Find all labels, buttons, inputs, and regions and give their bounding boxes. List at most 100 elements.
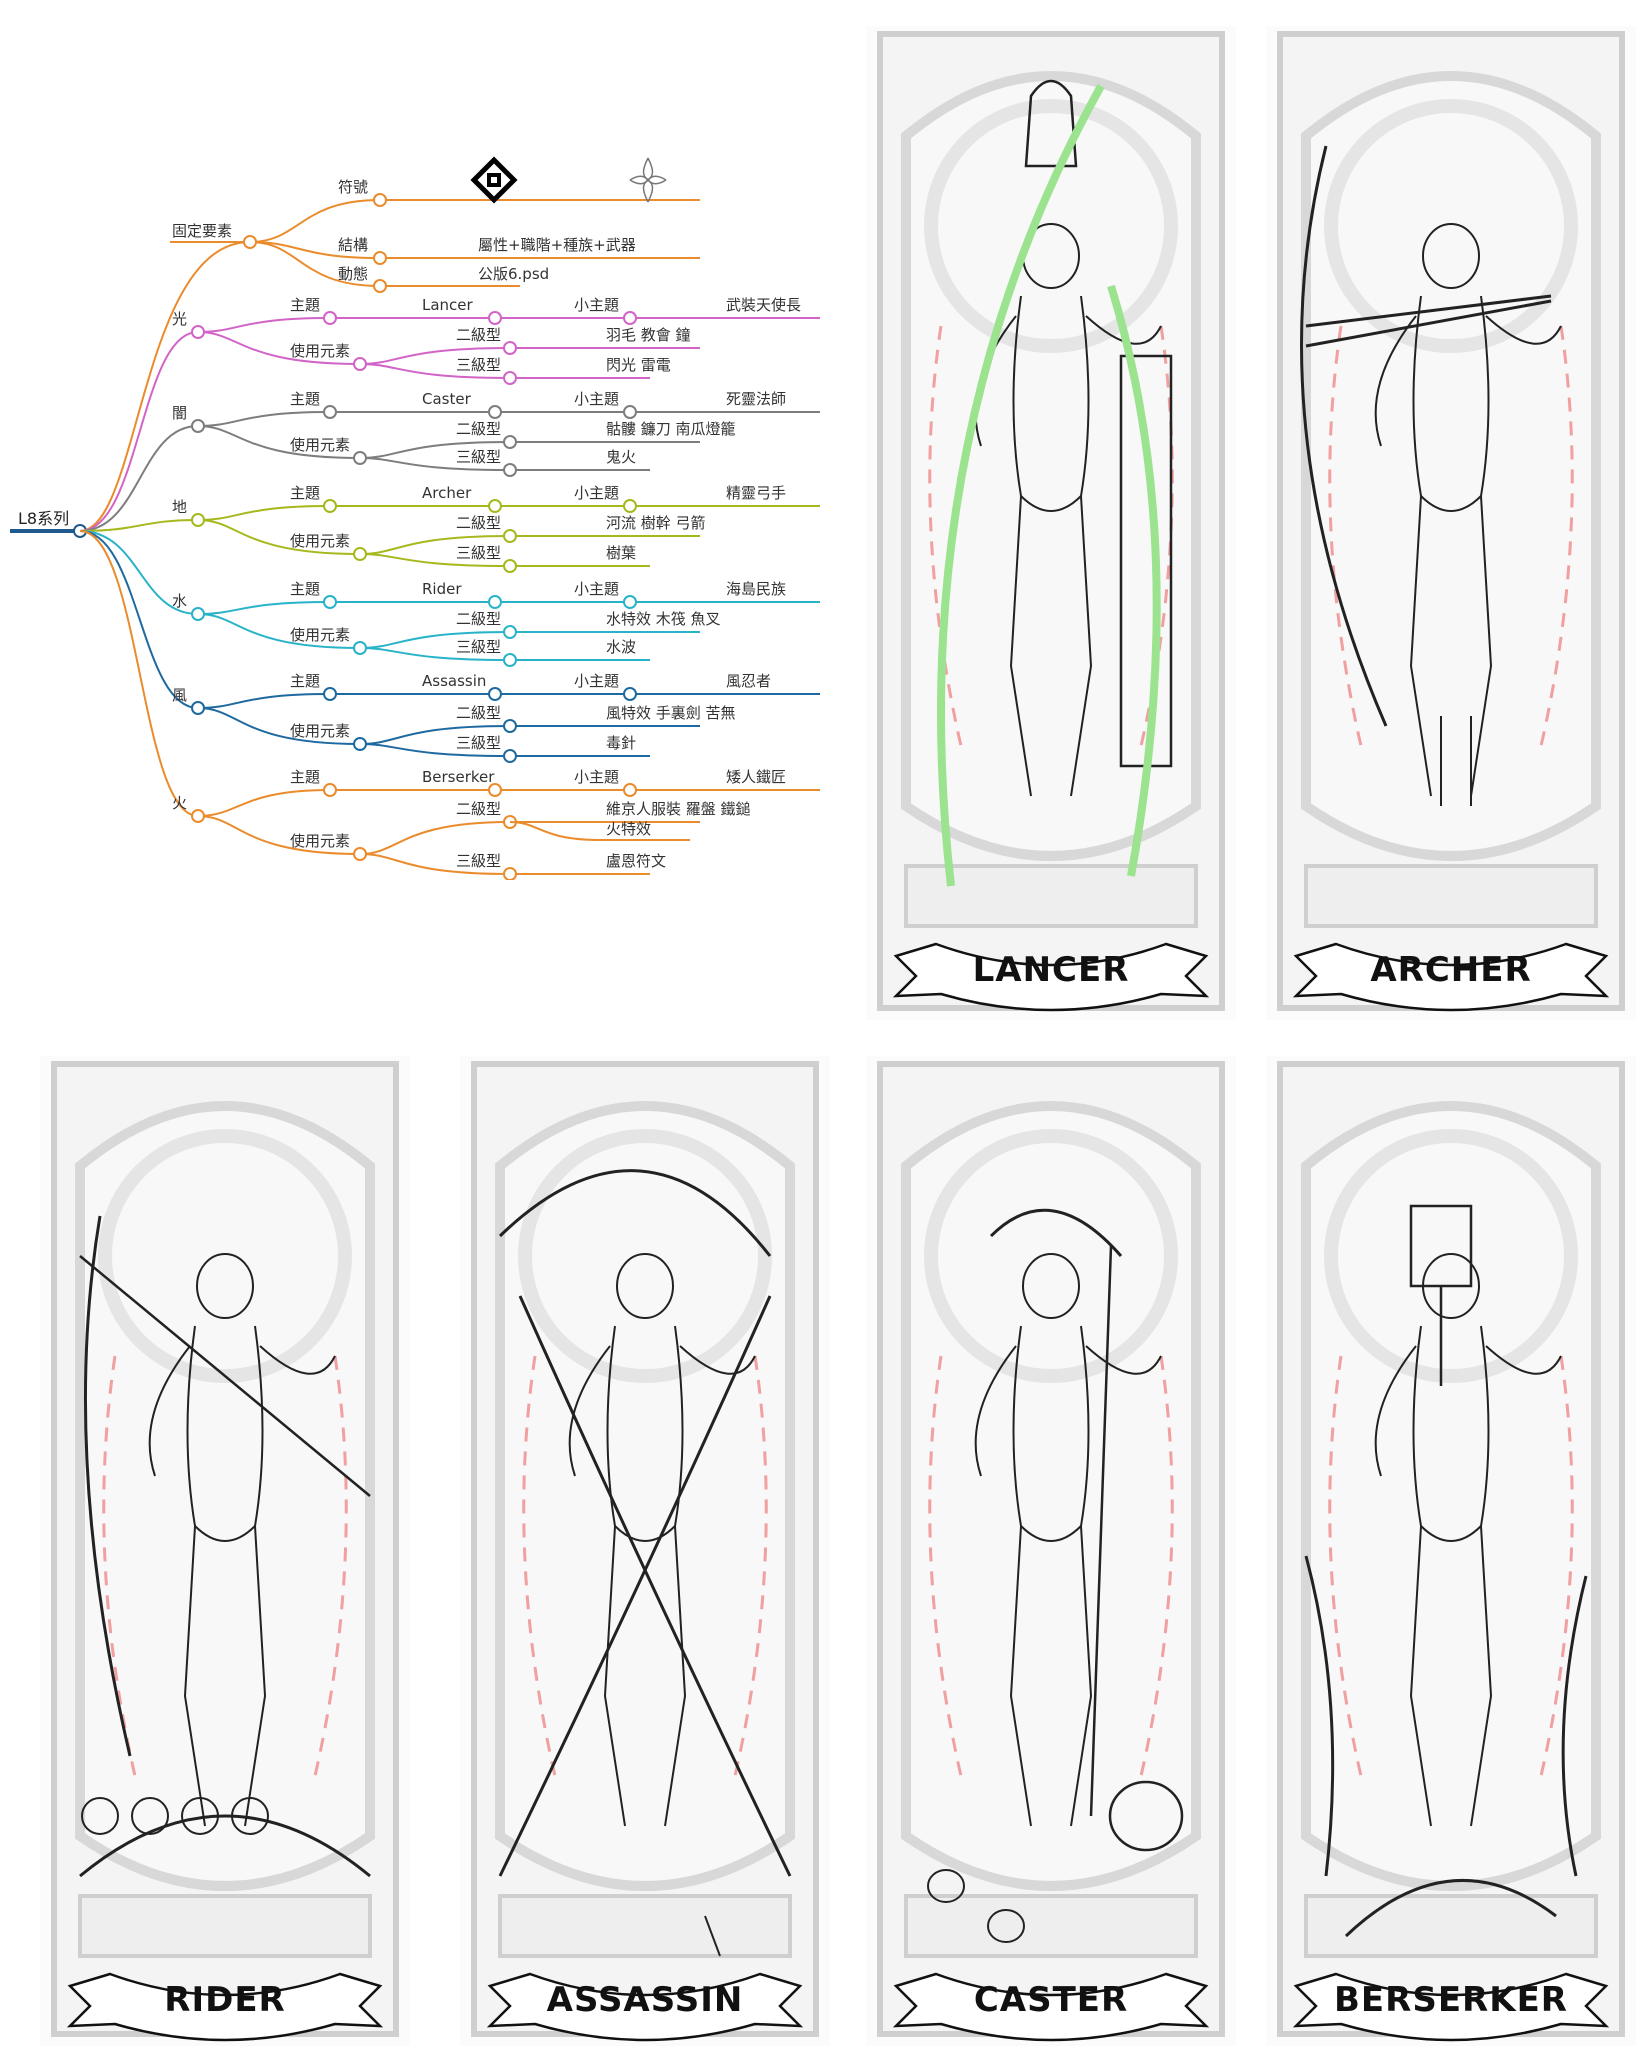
tier3-label: 三級型	[456, 448, 501, 466]
plaque	[78, 1894, 372, 1958]
figure-sketch	[79, 1215, 371, 1878]
subtheme-value: 矮人鐵匠	[726, 768, 786, 786]
fixed-motion-value: 公版6.psd	[478, 265, 549, 283]
tier2-value: 羽毛 教會 鐘	[606, 326, 691, 344]
archer-sketch	[1277, 31, 1625, 1012]
subtheme-label: 小主題	[574, 768, 619, 786]
card-caster[interactable]: CASTER	[866, 1056, 1236, 2046]
class-name: Archer	[422, 484, 472, 502]
subtheme-label: 小主題	[574, 484, 619, 502]
tier2-label: 二級型	[456, 326, 501, 344]
subtheme-value: 精靈弓手	[726, 484, 786, 502]
plaque	[498, 1894, 792, 1958]
motion-guide	[1107, 284, 1161, 877]
branch-rider	[79, 530, 820, 667]
tier3-label: 三級型	[456, 356, 501, 374]
guide-curve	[1139, 1355, 1174, 1777]
class-name: Rider	[422, 580, 462, 598]
tier3-value: 毒針	[606, 734, 636, 752]
name-banner	[1292, 942, 1610, 1012]
theme-label: 主題	[290, 768, 320, 786]
theme-label: 主題	[290, 484, 320, 502]
card-berserker[interactable]: BERSERKER	[1266, 1056, 1636, 2046]
theme-label: 主題	[290, 672, 320, 690]
element-label: 水	[172, 592, 187, 610]
arch-frame	[1301, 1101, 1601, 1891]
class-name: Assassin	[422, 672, 486, 690]
tier2-value-b: 火特效	[606, 820, 651, 838]
arch-frame	[495, 1101, 795, 1891]
fixed-motion-label: 動態	[338, 265, 368, 283]
root-label: L8系列	[18, 509, 69, 528]
subtheme-label: 小主題	[574, 296, 619, 314]
guide-curve	[102, 1355, 137, 1777]
guide-curve	[522, 1355, 557, 1777]
name-banner	[66, 1972, 384, 2042]
ornament-symbol-icon	[629, 157, 667, 203]
motion-guide	[937, 84, 1105, 887]
tier2-label: 二級型	[456, 514, 501, 532]
fixed-structure-label: 結構	[338, 236, 368, 254]
halo	[924, 99, 1178, 353]
card-lancer[interactable]: LANCER	[866, 26, 1236, 1020]
class-name: Lancer	[422, 296, 474, 314]
use-elements-label: 使用元素	[290, 436, 350, 454]
use-elements-label: 使用元素	[290, 626, 350, 644]
guide-curve	[1328, 1355, 1363, 1777]
fixed-structure-value: 屬性+職階+種族+武器	[478, 236, 636, 254]
tier3-value: 閃光 雷電	[606, 356, 671, 374]
subtheme-value: 武裝天使長	[726, 296, 801, 314]
class-name: Caster	[422, 390, 472, 408]
element-label: 闇	[172, 404, 187, 422]
halo	[1324, 1129, 1578, 1383]
element-label: 光	[172, 310, 187, 328]
tier2-value: 維京人服裝 羅盤 鐵鎚	[606, 800, 751, 818]
arch-frame	[1301, 71, 1601, 861]
mindmap: L8系列 固定要素 符號 結構 動態 屬性+職階+種族+武器 公版6.psd 光…	[10, 156, 820, 880]
name-banner	[486, 1972, 804, 2042]
figure-sketch	[1300, 145, 1562, 806]
name-banner	[892, 1972, 1210, 2042]
figure-sketch	[1304, 1204, 1588, 1938]
plaque	[1304, 864, 1598, 928]
card-archer[interactable]: ARCHER	[1266, 26, 1636, 1020]
fixed-label: 固定要素	[172, 222, 232, 240]
tier2-value: 水特效 木筏 魚叉	[606, 610, 721, 628]
guide-curve	[928, 1355, 963, 1777]
branch-caster	[79, 405, 820, 532]
use-elements-label: 使用元素	[290, 532, 350, 550]
caster-sketch	[877, 1061, 1225, 2042]
subtheme-label: 小主題	[574, 580, 619, 598]
plaque	[904, 1894, 1198, 1958]
tier2-label: 二級型	[456, 704, 501, 722]
subtheme-value: 海島民族	[726, 580, 786, 598]
tier2-value: 骷髏 鐮刀 南瓜燈籠	[606, 420, 736, 438]
subtheme-value: 死靈法師	[726, 390, 786, 408]
card-assassin[interactable]: ASSASSIN	[460, 1056, 830, 2046]
name-banner	[892, 942, 1210, 1012]
assassin-sketch	[471, 1061, 819, 2042]
tier3-value: 盧恩符文	[606, 852, 666, 870]
name-banner	[1292, 1972, 1610, 2042]
element-label: 風	[172, 686, 187, 704]
element-label: 火	[172, 794, 187, 812]
branch-lancer	[79, 311, 820, 532]
card-rider[interactable]: RIDER	[40, 1056, 410, 2046]
use-elements-label: 使用元素	[290, 722, 350, 740]
tier3-label: 三級型	[456, 638, 501, 656]
subtheme-label: 小主題	[574, 672, 619, 690]
branch-berserker	[79, 530, 820, 880]
figure-sketch	[927, 1208, 1184, 1943]
tier3-label: 三級型	[456, 734, 501, 752]
fixed-symbol-label: 符號	[338, 178, 368, 196]
element-label: 地	[172, 498, 187, 516]
halo	[518, 1129, 772, 1383]
use-elements-label: 使用元素	[290, 342, 350, 360]
tier3-label: 三級型	[456, 544, 501, 562]
arch-frame	[75, 1101, 375, 1891]
figure-sketch	[498, 1169, 792, 1957]
theme-label: 主題	[290, 390, 320, 408]
branch-archer	[79, 499, 820, 573]
plaque	[1304, 1894, 1598, 1958]
guide-curve	[1539, 325, 1574, 747]
